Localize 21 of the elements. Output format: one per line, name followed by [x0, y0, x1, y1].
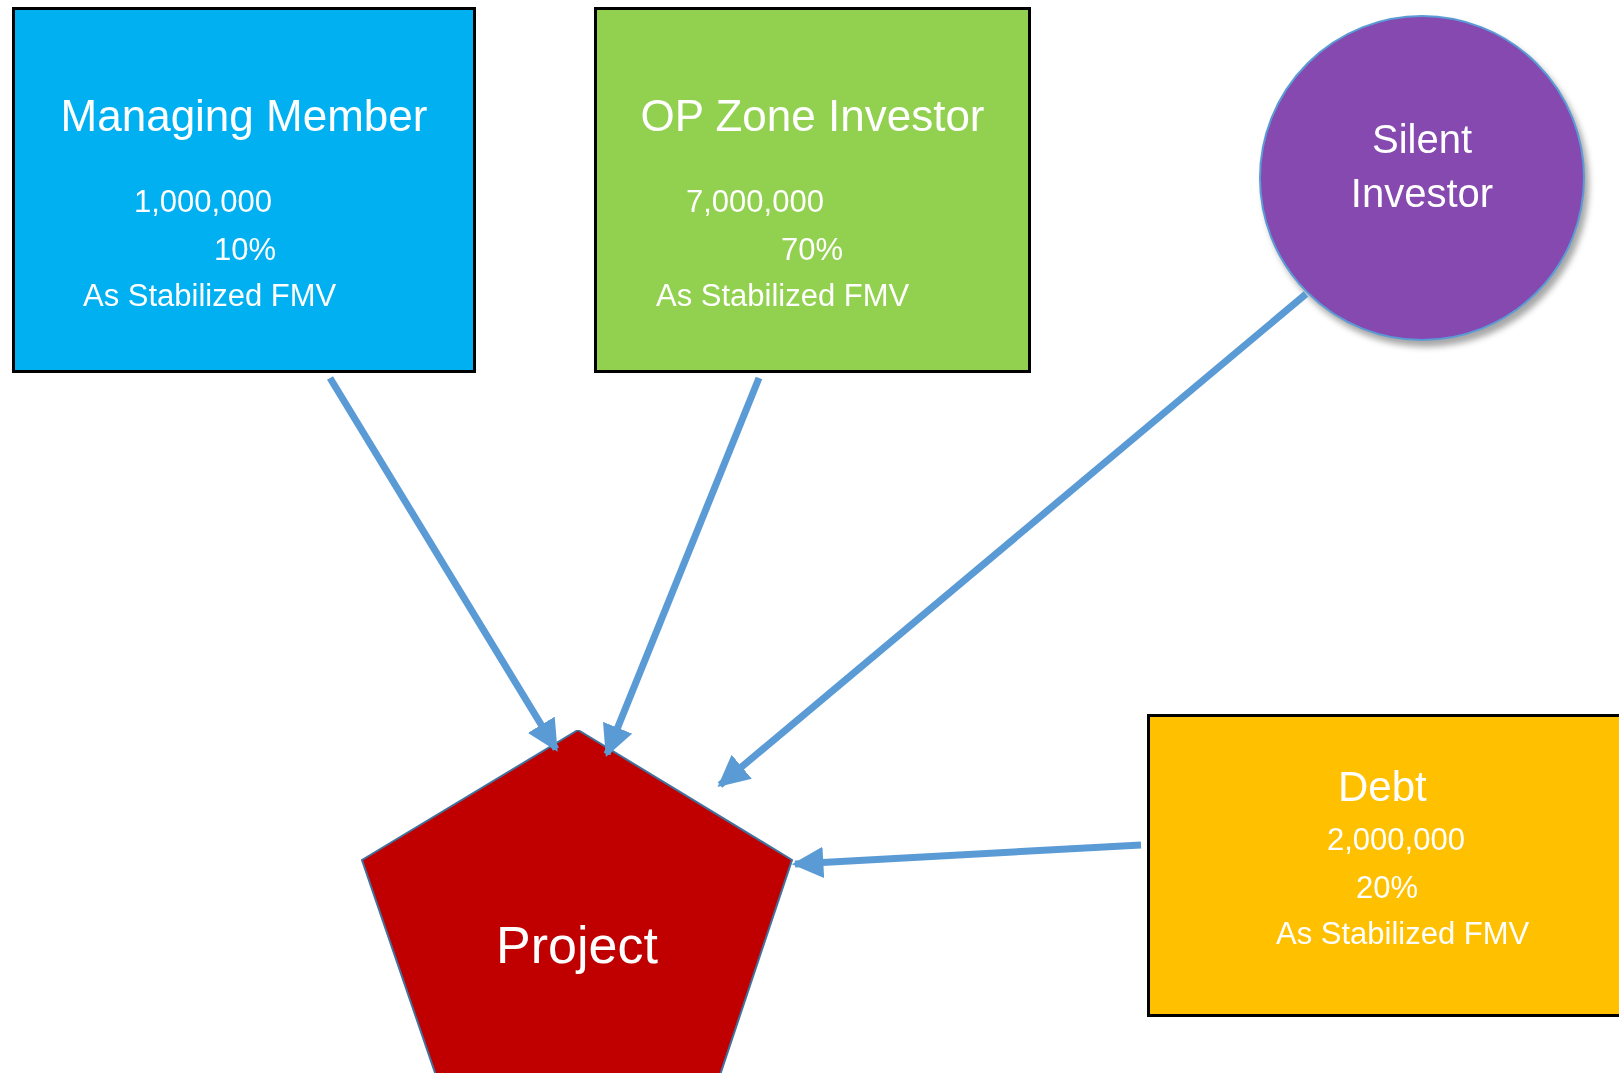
- arrow: [327, 376, 559, 752]
- node-label: 2,000,000: [1327, 821, 1465, 859]
- node-label: 1,000,000: [134, 183, 272, 221]
- node-label: OP Zone Investor: [639, 89, 986, 142]
- node-label: Debt: [1338, 761, 1427, 812]
- node-label: Silent Investor: [1349, 116, 1495, 217]
- investor-box: [594, 7, 1031, 373]
- node-label: As Stabilized FMV: [656, 277, 910, 315]
- node-label: Project: [495, 914, 659, 976]
- debt-box: [1147, 714, 1619, 1017]
- node-label: As Stabilized FMV: [1276, 915, 1530, 953]
- node-label: As Stabilized FMV: [83, 277, 337, 315]
- member-box: [12, 7, 476, 373]
- arrow: [791, 841, 1142, 879]
- arrow: [717, 291, 1309, 788]
- arrow: [603, 376, 763, 757]
- node-label: 10%: [214, 231, 277, 269]
- node-label: Managing Member: [59, 89, 429, 142]
- node-label: 20%: [1356, 869, 1419, 907]
- node-label: 70%: [781, 231, 844, 269]
- node-label: 7,000,000: [686, 183, 824, 221]
